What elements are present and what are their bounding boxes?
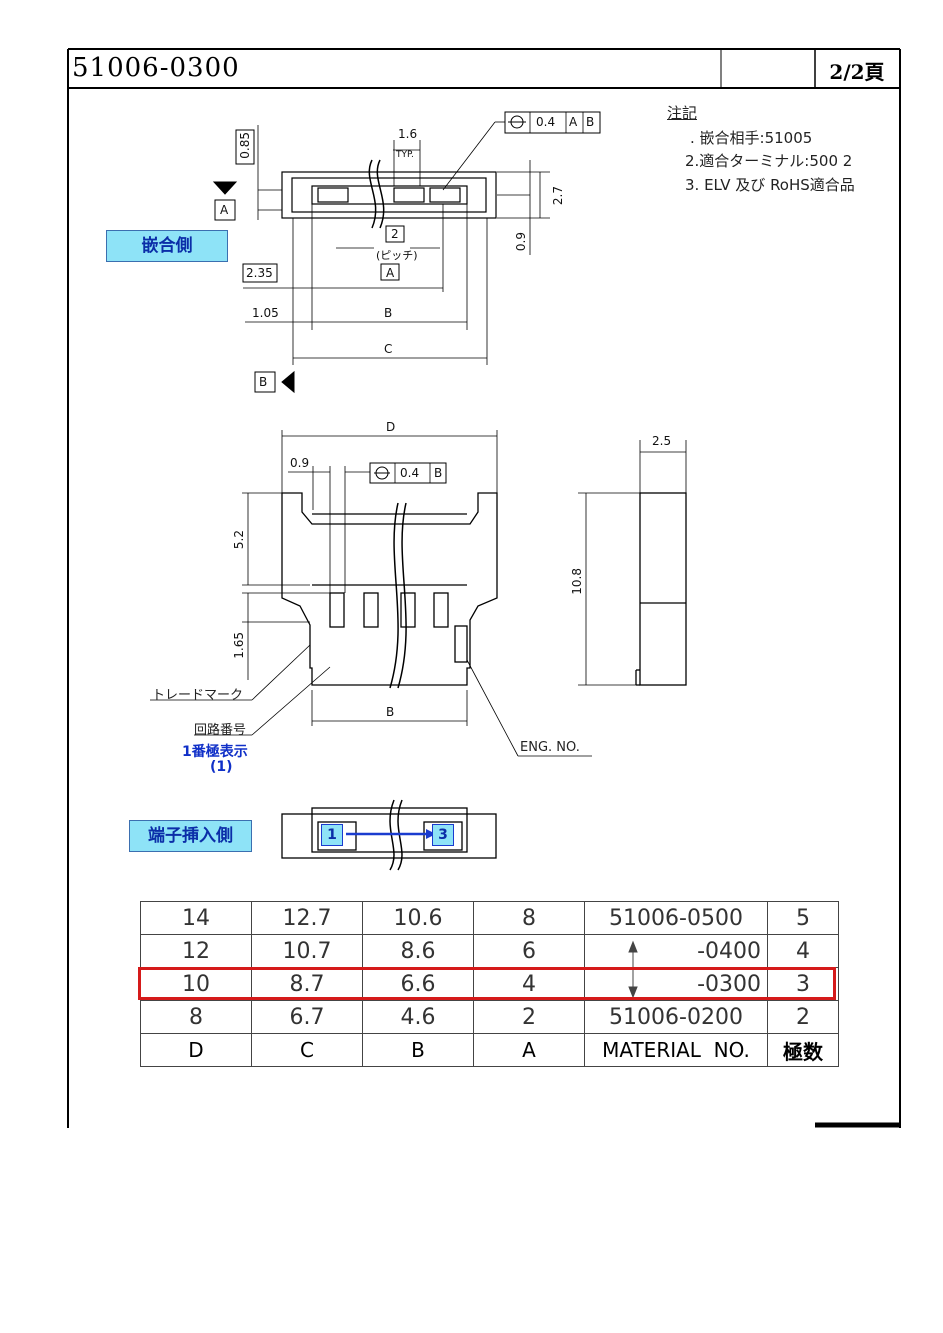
table-header-cell: C — [251, 1033, 363, 1067]
table-cell: -0400 — [584, 934, 768, 968]
table-cell: 6.6 — [362, 967, 474, 1001]
variant-table: 14 12.7 10.6 8 51006-0500 5 12 10.7 8.6 … — [140, 901, 839, 1067]
dim-pitch-value: 2 — [391, 227, 399, 241]
dim-b-front: B — [386, 705, 395, 719]
pin1-indicator-label: 1番極表示 — [182, 744, 248, 760]
table-header-cell: 極数 — [767, 1033, 839, 1067]
dim-2-35: 2.35 — [246, 266, 273, 280]
table-header-row: D C B A MATERIAL NO. 極数 — [140, 1033, 839, 1067]
table-row: 10 8.7 6.6 4 -0300 3 — [140, 967, 839, 1001]
table-cell: -0300 — [584, 967, 768, 1001]
table-cell: 4 — [473, 967, 585, 1001]
table-cell: 8 — [140, 1000, 252, 1034]
circuit-number-label: 回路番号 — [194, 723, 247, 738]
table-row: 12 10.7 8.6 6 -0400 4 — [140, 934, 839, 968]
dim-a-box: A — [386, 266, 395, 280]
table-row: 8 6.7 4.6 2 51006-0200 2 — [140, 1000, 839, 1034]
dim-0-85: 0.85 — [238, 132, 252, 159]
table-cell: 12.7 — [251, 901, 363, 935]
fcf-value-front: 0.4 — [400, 466, 420, 480]
datum-a-label: A — [220, 203, 229, 217]
datum-b-label: B — [259, 375, 268, 389]
fcf-value-top: 0.4 — [536, 115, 556, 129]
table-header-cell: MATERIAL NO. — [584, 1033, 768, 1067]
part-number: 51006-0300 — [72, 53, 240, 83]
dim-1-6: 1.6 — [398, 127, 418, 141]
table-cell: 6 — [473, 934, 585, 968]
table-cell: 4 — [767, 934, 839, 968]
table-row: 14 12.7 10.6 8 51006-0500 5 — [140, 901, 839, 935]
dim-5-2: 5.2 — [232, 530, 246, 550]
terminal-side-label: 端子挿入側 — [129, 820, 252, 852]
table-cell: 12 — [140, 934, 252, 968]
dim-b-top: B — [384, 306, 393, 320]
dim-1-65: 1.65 — [232, 632, 246, 659]
table-header-cell: A — [473, 1033, 585, 1067]
dim-10-8: 10.8 — [570, 568, 584, 595]
note-1: . 嵌合相手:51005 — [690, 129, 813, 147]
fcf-datum-b-front: B — [434, 466, 443, 480]
table-cell: 2 — [767, 1000, 839, 1034]
dim-0-9-top: 0.9 — [514, 232, 528, 252]
table-cell: 2 — [473, 1000, 585, 1034]
eng-no-label: ENG. NO. — [520, 740, 580, 755]
fcf-datum-b: B — [586, 115, 595, 129]
table-cell: 5 — [767, 901, 839, 935]
pin-3-marker: 3 — [432, 824, 454, 846]
fcf-datum-a: A — [569, 115, 578, 129]
table-cell: 10 — [140, 967, 252, 1001]
table-cell: 14 — [140, 901, 252, 935]
dim-pitch: (ピッチ) — [376, 249, 418, 262]
table-cell: 4.6 — [362, 1000, 474, 1034]
dim-c: C — [384, 342, 393, 356]
note-3: 3. ELV 及び RoHS適合品 — [685, 176, 855, 194]
page-number: 2/2頁 — [829, 60, 885, 84]
dim-0-9-front: 0.9 — [290, 456, 310, 470]
table-header-cell: D — [140, 1033, 252, 1067]
dim-2-7: 2.7 — [551, 186, 565, 206]
mating-side-label: 嵌合側 — [106, 230, 228, 262]
pin1-paren-label: (1) — [210, 759, 233, 775]
dim-1-05: 1.05 — [252, 306, 279, 320]
table-cell: 10.7 — [251, 934, 363, 968]
selected-row-highlight — [138, 967, 836, 1000]
table-header-cell: B — [362, 1033, 474, 1067]
table-cell: 51006-0500 — [584, 901, 768, 935]
trademark-label: トレードマーク — [152, 688, 244, 703]
dim-d: D — [386, 420, 396, 434]
pin-1-marker: 1 — [321, 824, 343, 846]
dim-typ: TYP. — [396, 150, 414, 160]
dim-2-5: 2.5 — [652, 434, 672, 448]
table-cell: 51006-0200 — [584, 1000, 768, 1034]
table-cell: 10.6 — [362, 901, 474, 935]
notes-heading: 注記 — [667, 104, 698, 122]
table-cell: 8 — [473, 901, 585, 935]
note-2: 2.適合ターミナル:500 2 — [685, 152, 853, 170]
table-cell: 6.7 — [251, 1000, 363, 1034]
table-cell: 8.6 — [362, 934, 474, 968]
